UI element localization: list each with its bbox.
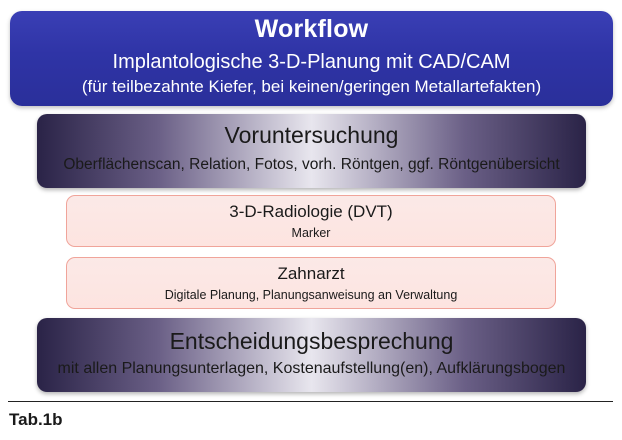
workflow-title: Workflow: [254, 15, 369, 43]
step-zahnarzt: Zahnarzt Digitale Planung, Planungsanwei…: [66, 257, 556, 309]
step-title: 3-D-Radiologie (DVT): [229, 202, 393, 221]
step-title: Voruntersuchung: [224, 122, 399, 148]
step-subtitle: mit allen Planungsunterlagen, Kostenaufs…: [57, 360, 566, 377]
caption-divider: [8, 401, 613, 402]
step-voruntersuchung: Voruntersuchung Oberflächenscan, Relatio…: [37, 114, 586, 188]
step-title: Entscheidungsbesprechung: [169, 328, 454, 354]
step-title: Zahnarzt: [277, 264, 345, 283]
step-subtitle: Oberflächenscan, Relation, Fotos, vorh. …: [63, 156, 560, 173]
step-3d-radiologie: 3-D-Radiologie (DVT) Marker: [66, 195, 556, 247]
table-caption: Tab.1b: [9, 410, 63, 429]
workflow-scope-note: (für teilbezahnte Kiefer, bei keinen/ger…: [81, 77, 542, 96]
workflow-header-box: Workflow Implantologische 3-D-Planung mi…: [10, 11, 613, 106]
workflow-subtitle: Implantologische 3-D-Planung mit CAD/CAM: [112, 51, 511, 73]
step-subtitle: Marker: [291, 226, 331, 240]
step-entscheidungsbesprechung: Entscheidungsbesprechung mit allen Planu…: [37, 318, 586, 392]
step-subtitle: Digitale Planung, Planungsanweisung an V…: [164, 288, 458, 302]
